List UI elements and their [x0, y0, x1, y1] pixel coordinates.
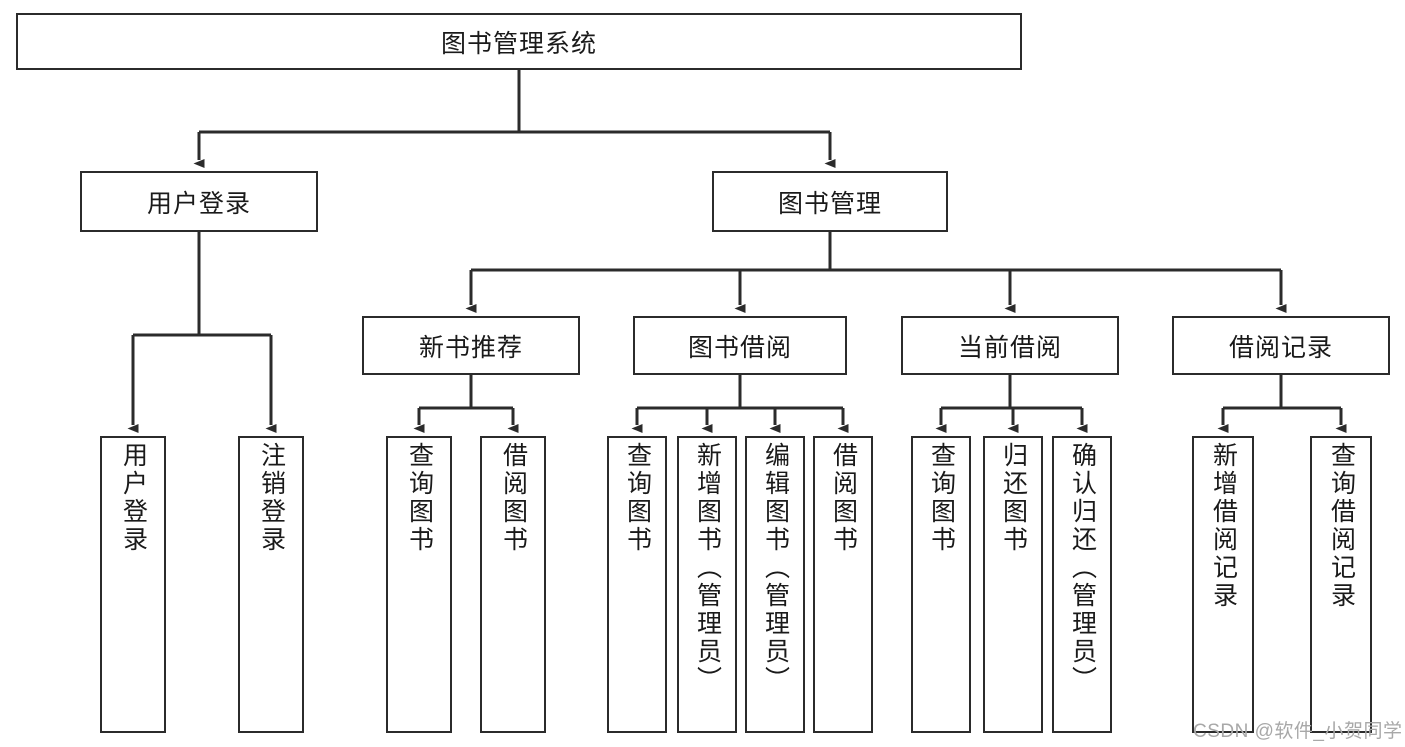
node-book-borrow[interactable]: 图书借阅	[633, 316, 847, 375]
node-leaf-logout-label: 注销登录	[257, 442, 286, 554]
node-borrow-record[interactable]: 借阅记录	[1172, 316, 1390, 375]
node-user-login-label: 用户登录	[146, 189, 251, 218]
node-book-management[interactable]: 图书管理	[712, 171, 948, 232]
node-leaf-return-book-label: 归还图书	[999, 442, 1028, 554]
node-root-label: 图书管理系统	[440, 29, 597, 58]
node-leaf-add-record-label: 新增借阅记录	[1209, 442, 1238, 610]
node-leaf-borrow-book-rec[interactable]: 借阅图书	[480, 436, 546, 733]
node-user-login[interactable]: 用户登录	[80, 171, 318, 232]
csdn-watermark: CSDN @软件_小贺同学	[1193, 721, 1403, 742]
node-leaf-add-book-label: 新增图书（管理员）	[693, 442, 722, 694]
node-leaf-logout[interactable]: 注销登录	[238, 436, 304, 733]
node-new-book-recommend[interactable]: 新书推荐	[362, 316, 580, 375]
node-leaf-add-book[interactable]: 新增图书（管理员）	[677, 436, 737, 733]
node-root[interactable]: 图书管理系统	[16, 13, 1022, 70]
node-new-book-recommend-label: 新书推荐	[418, 333, 523, 362]
node-current-borrow[interactable]: 当前借阅	[901, 316, 1119, 375]
node-leaf-query-book-rec-label: 查询图书	[405, 442, 434, 554]
node-leaf-borrow-book-label: 借阅图书	[829, 442, 858, 554]
node-leaf-return-book[interactable]: 归还图书	[983, 436, 1043, 733]
node-leaf-query-record[interactable]: 查询借阅记录	[1310, 436, 1372, 733]
node-leaf-borrow-book-rec-label: 借阅图书	[499, 442, 528, 554]
node-leaf-user-login-label: 用户登录	[119, 442, 148, 554]
node-leaf-confirm-return-label: 确认归还（管理员）	[1068, 442, 1097, 694]
node-borrow-record-label: 借阅记录	[1228, 333, 1333, 362]
node-leaf-query-record-label: 查询借阅记录	[1327, 442, 1356, 610]
node-book-management-label: 图书管理	[777, 189, 882, 218]
node-leaf-query-book-cur[interactable]: 查询图书	[911, 436, 971, 733]
node-book-borrow-label: 图书借阅	[687, 333, 792, 362]
node-leaf-edit-book[interactable]: 编辑图书（管理员）	[745, 436, 805, 733]
node-leaf-edit-book-label: 编辑图书（管理员）	[761, 442, 790, 694]
node-leaf-query-book-rec[interactable]: 查询图书	[386, 436, 452, 733]
node-leaf-user-login[interactable]: 用户登录	[100, 436, 166, 733]
node-leaf-query-book-borrow[interactable]: 查询图书	[607, 436, 667, 733]
node-leaf-query-book-borrow-label: 查询图书	[623, 442, 652, 554]
node-current-borrow-label: 当前借阅	[957, 333, 1062, 362]
node-leaf-query-book-cur-label: 查询图书	[927, 442, 956, 554]
node-leaf-borrow-book[interactable]: 借阅图书	[813, 436, 873, 733]
node-leaf-confirm-return[interactable]: 确认归还（管理员）	[1052, 436, 1112, 733]
node-leaf-add-record[interactable]: 新增借阅记录	[1192, 436, 1254, 733]
